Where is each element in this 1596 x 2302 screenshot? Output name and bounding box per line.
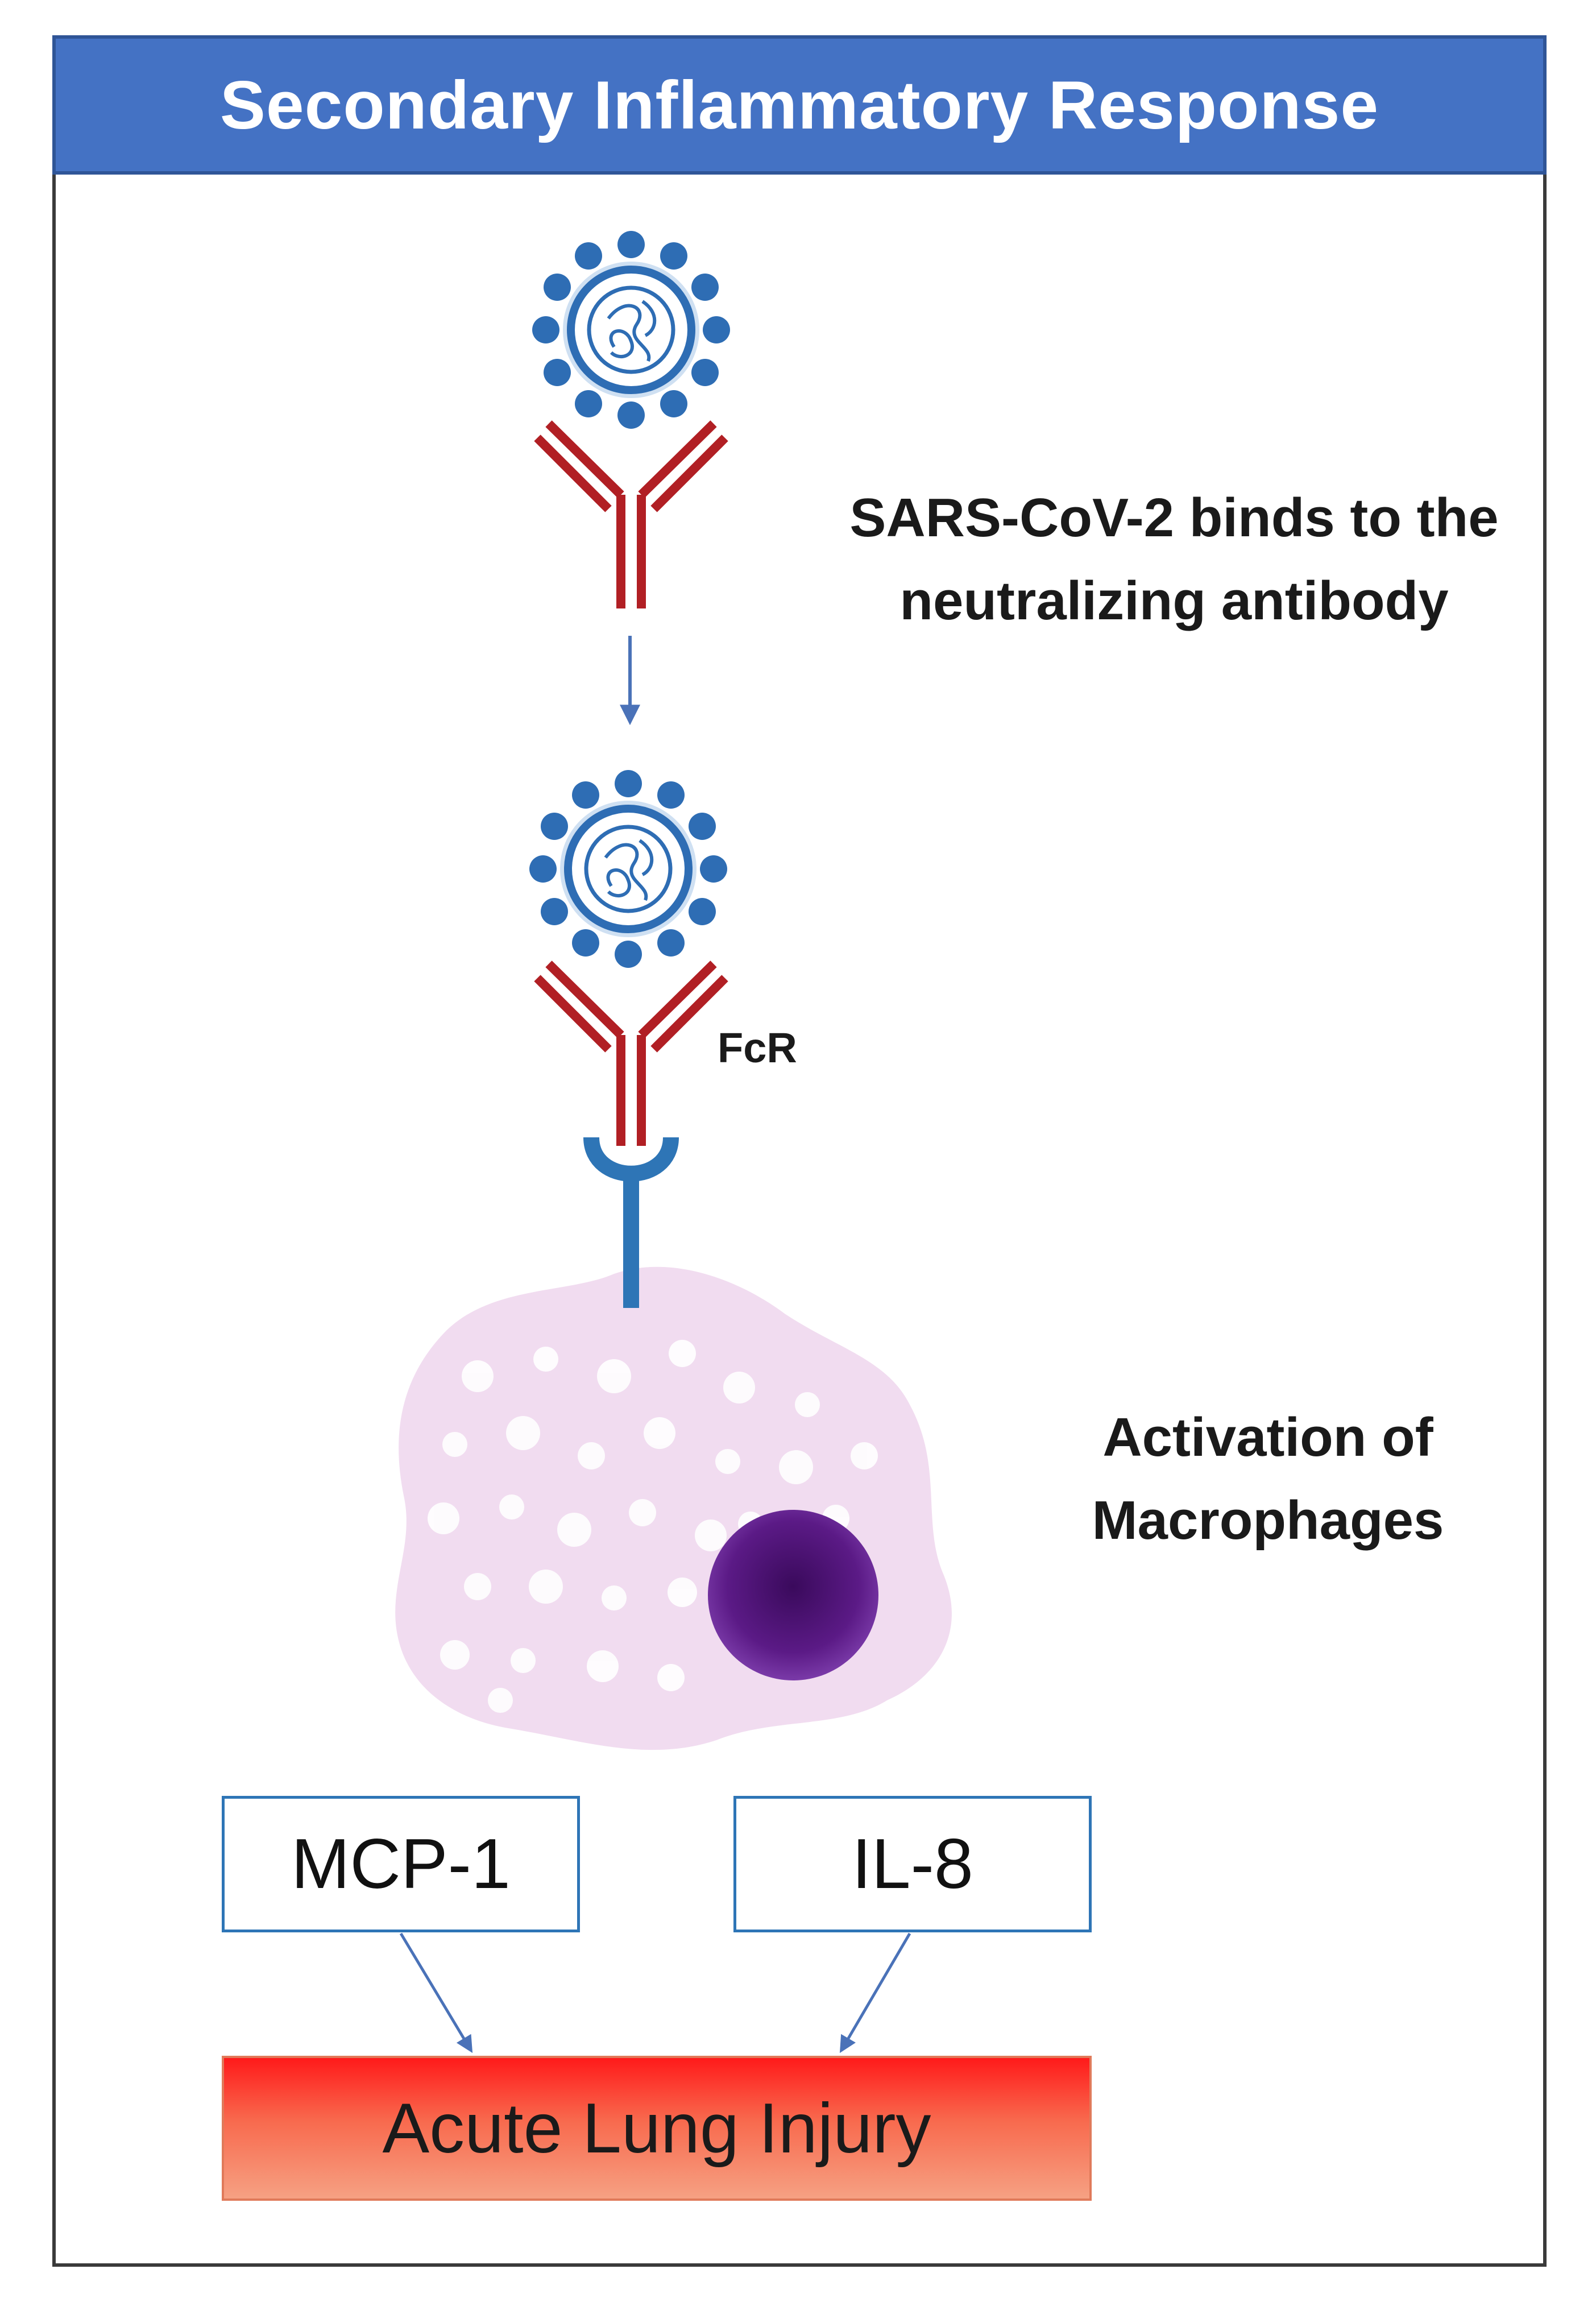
fcr-label: FcR [718, 1024, 797, 1071]
diagram-title: Secondary Inflammatory Response [219, 67, 1379, 143]
arrow-mcp1-to-injury [399, 1932, 473, 2053]
cytokine-label: IL-8 [852, 1825, 973, 1903]
binding-caption: SARS-CoV-2 binds to the neutralizing ant… [849, 487, 1499, 631]
fc-receptor-icon [583, 1136, 679, 1308]
activation-caption: Activation of Macrophages [1092, 1407, 1444, 1551]
virus-icon [532, 231, 730, 429]
outcome-banner: Acute Lung Injury [222, 2056, 1092, 2201]
title-banner: Secondary Inflammatory Response [52, 35, 1547, 175]
cytokine-box-il8: IL-8 [733, 1796, 1092, 1932]
outcome-label: Acute Lung Injury [382, 2089, 931, 2168]
macrophage-icon [395, 1266, 952, 1750]
cytokine-label: MCP-1 [291, 1825, 511, 1903]
antibody-icon [534, 420, 728, 608]
antibody-icon [534, 960, 728, 1146]
nucleus-icon [708, 1510, 878, 1680]
arrow-il8-to-injury [839, 1932, 911, 2053]
virus-icon [529, 770, 727, 968]
cytokine-box-mcp1: MCP-1 [222, 1796, 580, 1932]
